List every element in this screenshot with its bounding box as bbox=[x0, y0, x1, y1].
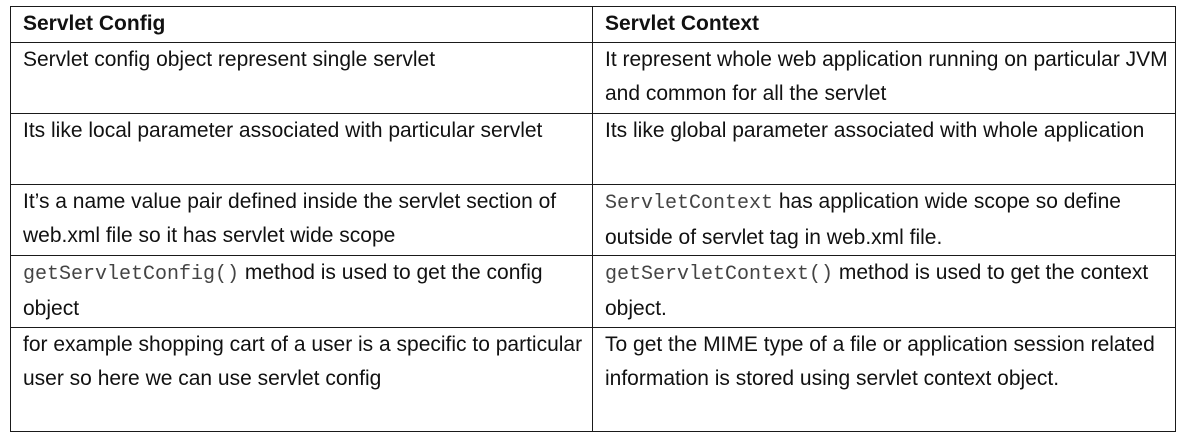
table-row: It’s a name value pair defined inside th… bbox=[10, 184, 1176, 256]
body-text: Its like global parameter associated wit… bbox=[605, 119, 1145, 142]
context-cell-text: Its like global parameter associated wit… bbox=[605, 115, 1175, 149]
code-text: getServletContext() bbox=[605, 263, 834, 286]
config-cell-text: for example shopping cart of a user is a… bbox=[23, 329, 592, 397]
config-cell-text: getServletConfig() method is used to get… bbox=[23, 257, 592, 327]
config-cell: getServletConfig() method is used to get… bbox=[10, 255, 593, 328]
context-cell-text: To get the MIME type of a file or applic… bbox=[605, 329, 1175, 397]
context-cell-text: ServletContext has application wide scop… bbox=[605, 186, 1175, 255]
context-cell: Its like global parameter associated wit… bbox=[592, 113, 1176, 185]
body-text: method is used to get the context object… bbox=[605, 261, 1149, 320]
config-cell: It’s a name value pair defined inside th… bbox=[10, 184, 593, 256]
header-servlet-config: Servlet Config bbox=[10, 6, 593, 43]
body-text: It represent whole web application runni… bbox=[605, 48, 1168, 105]
table-row: Its like local parameter associated with… bbox=[10, 113, 1176, 185]
body-text: Servlet config object represent single s… bbox=[23, 48, 436, 71]
header-servlet-context: Servlet Context bbox=[592, 6, 1176, 43]
table-header-row: Servlet Config Servlet Context bbox=[10, 6, 1176, 43]
context-cell-text: getServletContext() method is used to ge… bbox=[605, 257, 1175, 327]
config-cell: Servlet config object represent single s… bbox=[10, 42, 593, 114]
code-text: getServletConfig() bbox=[23, 263, 240, 286]
config-cell: Its like local parameter associated with… bbox=[10, 113, 593, 185]
table-row: getServletConfig() method is used to get… bbox=[10, 255, 1176, 328]
body-text: has application wide scope so define out… bbox=[605, 190, 1121, 249]
context-cell: To get the MIME type of a file or applic… bbox=[592, 327, 1176, 432]
body-text: To get the MIME type of a file or applic… bbox=[605, 333, 1155, 390]
servlet-comparison-table: Servlet Config Servlet Context Servlet c… bbox=[10, 6, 1176, 432]
context-cell: It represent whole web application runni… bbox=[592, 42, 1176, 114]
table-row: Servlet config object represent single s… bbox=[10, 42, 1176, 114]
context-cell: ServletContext has application wide scop… bbox=[592, 184, 1176, 256]
config-cell: for example shopping cart of a user is a… bbox=[10, 327, 593, 432]
table-row: for example shopping cart of a user is a… bbox=[10, 327, 1176, 432]
context-cell-text: It represent whole web application runni… bbox=[605, 44, 1175, 112]
body-text: for example shopping cart of a user is a… bbox=[23, 333, 583, 390]
code-text: ServletContext bbox=[605, 192, 774, 215]
body-text: method is used to get the config object bbox=[23, 261, 543, 320]
config-cell-text: Servlet config object represent single s… bbox=[23, 44, 592, 78]
context-cell: getServletContext() method is used to ge… bbox=[592, 255, 1176, 328]
config-cell-text: It’s a name value pair defined inside th… bbox=[23, 186, 592, 254]
body-text: It’s a name value pair defined inside th… bbox=[23, 190, 557, 247]
body-text: Its like local parameter associated with… bbox=[23, 119, 543, 142]
config-cell-text: Its like local parameter associated with… bbox=[23, 115, 592, 149]
